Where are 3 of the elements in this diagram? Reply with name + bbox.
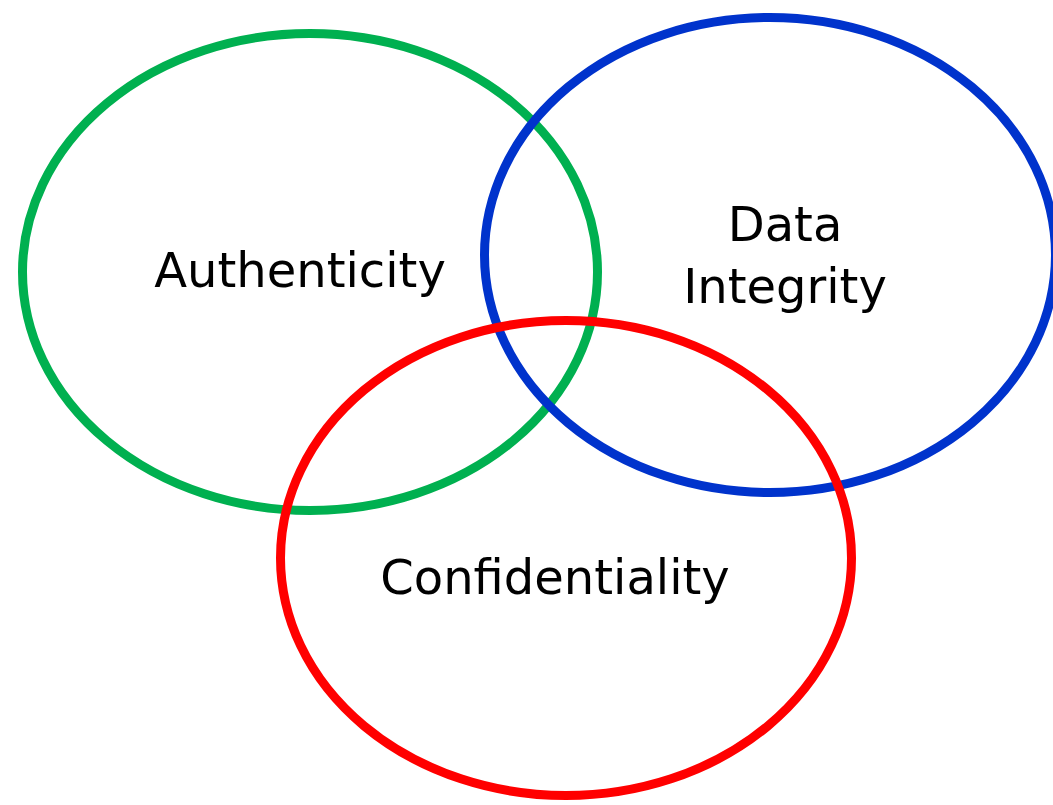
set-label: Data Integrity <box>682 194 888 316</box>
set-label: Confidentiality <box>379 547 731 607</box>
set-label: Authenticity <box>153 240 447 300</box>
